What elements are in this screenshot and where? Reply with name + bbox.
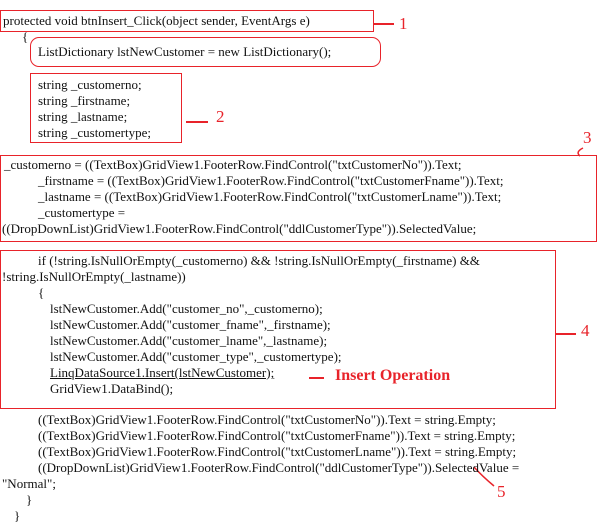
annotation-4: 4 [581, 321, 590, 340]
open-brace: { [22, 29, 29, 44]
if-close-brace: } [26, 492, 33, 507]
annotation-3: 3 [583, 128, 592, 147]
reset-customertype: ((DropDownList)GridView1.FooterRow.FindC… [38, 460, 520, 475]
var-lastname: string _lastname; [38, 109, 128, 124]
assign-lastname: _lastname = ((TextBox)GridView1.FooterRo… [38, 189, 502, 204]
insert-call: LinqDataSource1.Insert(lstNewCustomer); [50, 365, 275, 380]
databind-call: GridView1.DataBind(); [50, 381, 174, 396]
assign-customerno: _customerno = ((TextBox)GridView1.Footer… [4, 157, 462, 172]
connector-1 [374, 23, 394, 25]
add-customer-type: lstNewCustomer.Add("customer_type",_cust… [50, 349, 342, 364]
box-assignments [0, 155, 597, 242]
assign-customertype-value: ((DropDownList)GridView1.FooterRow.FindC… [2, 221, 477, 236]
var-customerno: string _customerno; [38, 77, 142, 92]
if-open-brace: { [38, 285, 45, 300]
box-signature [0, 10, 374, 32]
add-customer-no: lstNewCustomer.Add("customer_no",_custom… [50, 301, 323, 316]
assign-customertype: _customertype = [38, 205, 126, 220]
close-brace: } [14, 508, 21, 523]
reset-lname: ((TextBox)GridView1.FooterRow.FindContro… [38, 444, 517, 459]
box-if-block [0, 250, 556, 409]
list-declaration: ListDictionary lstNewCustomer = new List… [38, 44, 332, 59]
insert-operation-label: Insert Operation [335, 367, 451, 384]
if-condition-line1: if (!string.IsNullOrEmpty(_customerno) &… [38, 253, 480, 268]
reset-customertype-value: "Normal"; [2, 476, 56, 491]
if-condition-line2: !string.IsNullOrEmpty(_lastname)) [2, 269, 186, 284]
var-customertype: string _customertype; [38, 125, 152, 140]
connector-4 [556, 333, 576, 335]
box-list-declaration [30, 37, 381, 67]
connector-insert [309, 377, 324, 379]
annotation-2: 2 [216, 107, 225, 126]
annotation-5: 5 [497, 482, 506, 501]
add-customer-fname: lstNewCustomer.Add("customer_fname",_fir… [50, 317, 331, 332]
box-variables [30, 73, 182, 143]
method-signature: protected void btnInsert_Click(object se… [3, 13, 310, 28]
reset-fname: ((TextBox)GridView1.FooterRow.FindContro… [38, 428, 516, 443]
connector-2 [186, 121, 208, 123]
add-customer-lname: lstNewCustomer.Add("customer_lname",_las… [50, 333, 328, 348]
assign-firstname: _firstname = ((TextBox)GridView1.FooterR… [38, 173, 504, 188]
var-firstname: string _firstname; [38, 93, 131, 108]
reset-customerno: ((TextBox)GridView1.FooterRow.FindContro… [38, 412, 496, 427]
annotation-1: 1 [399, 14, 408, 33]
